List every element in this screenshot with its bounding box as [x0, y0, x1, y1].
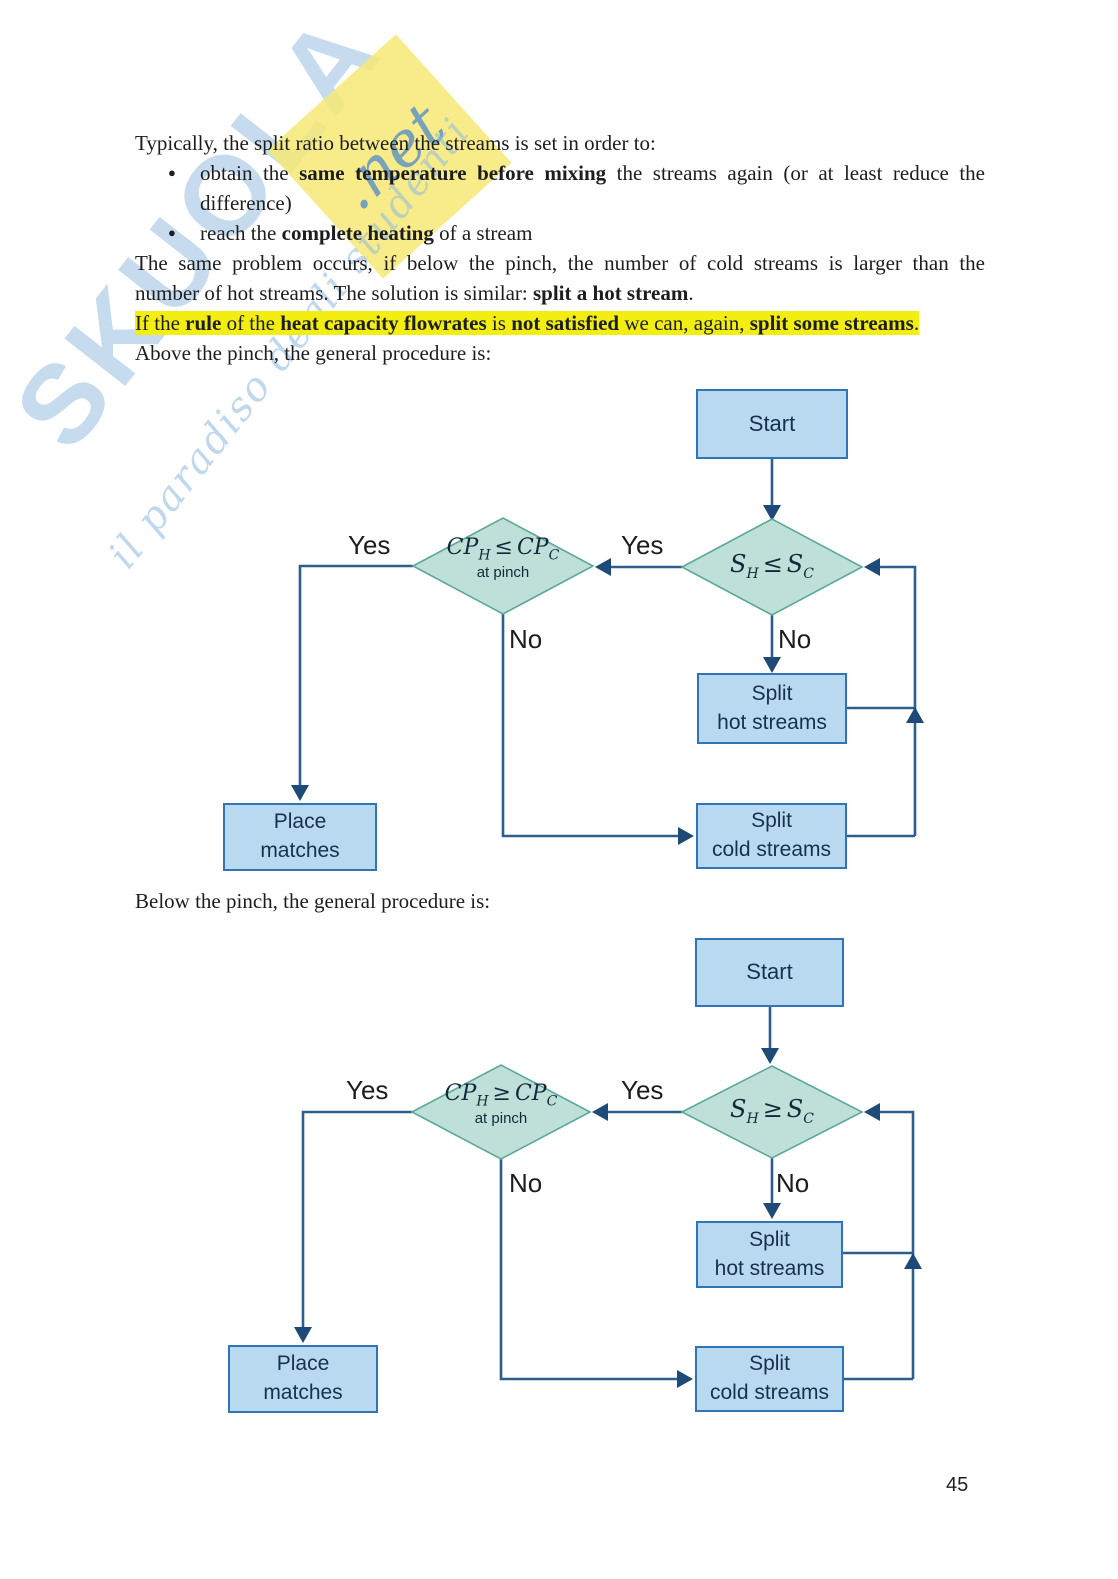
- decision-sh-sc-below: [680, 1065, 864, 1159]
- paragraph-line: Above the pinch, the general procedure i…: [135, 341, 492, 365]
- decision-cph-cpc-above: [411, 517, 595, 615]
- split-hot-label-line1: Split: [749, 1227, 790, 1251]
- yes-label-right-below: Yes: [621, 1075, 664, 1105]
- paragraph-line: Typically, the split ratio between the s…: [135, 131, 656, 155]
- no-label-right-above: No: [778, 624, 812, 654]
- decision-cph-cpc-above-label: CPH≤CPC at pinch: [446, 535, 560, 582]
- no-label-left-above: No: [509, 624, 543, 654]
- decision-sh-sc-above-label: SH≤SC: [730, 550, 814, 582]
- start-node-below: Start: [695, 938, 844, 1007]
- split-cold-label-line1: Split: [751, 809, 792, 833]
- place-matches-label-line1: Place: [273, 810, 327, 834]
- body-text: Typically, the split ratio between the s…: [135, 128, 985, 368]
- split-cold-label-line2: cold streams: [711, 838, 832, 861]
- paragraph-line: difference): [200, 191, 292, 215]
- paragraph-line: number of hot streams. The solution is s…: [135, 281, 694, 305]
- highlighted-line: If the rule of the heat capacity flowrat…: [135, 311, 920, 335]
- bullet-icon: ●: [168, 225, 176, 240]
- below-pinch-caption: Below the pinch, the general procedure i…: [135, 889, 491, 913]
- decision-cph-cpc-below: [410, 1064, 592, 1160]
- split-cold-streams-node-below: Split cold streams: [695, 1346, 844, 1412]
- split-cold-streams-node-above: Split cold streams: [696, 803, 847, 869]
- yes-label-left-below: Yes: [346, 1075, 389, 1105]
- start-node-above: Start: [696, 389, 848, 459]
- no-label-right-below: No: [776, 1168, 810, 1198]
- bullet-text: obtain the same temperature before mixin…: [200, 161, 986, 185]
- place-matches-label-line2: matches: [260, 839, 340, 862]
- place-matches-node-below: Place matches: [228, 1345, 378, 1413]
- bullet-item: ● obtain the same temperature before mixi…: [135, 158, 985, 188]
- start-label: Start: [748, 410, 796, 436]
- decision-cph-cpc-below-label: CPH≥CPC at pinch: [444, 1081, 558, 1128]
- paragraph-line: The same problem occurs, if below the pi…: [135, 251, 985, 275]
- split-hot-label-line2: hot streams: [714, 1256, 825, 1280]
- decision-sh-sc-below-label: SH≥SC: [730, 1095, 814, 1127]
- start-label: Start: [746, 959, 793, 985]
- place-matches-label-line2: matches: [263, 1381, 343, 1404]
- place-matches-label-line1: Place: [276, 1352, 330, 1376]
- split-hot-streams-node-above: Split hot streams: [697, 673, 847, 744]
- bullet-text: reach the complete heating of a stream: [200, 221, 533, 245]
- split-hot-label-line2: hot streams: [717, 710, 827, 734]
- place-matches-node-above: Place matches: [223, 803, 377, 871]
- yes-label-right-above: Yes: [621, 530, 664, 560]
- split-hot-streams-node-below: Split hot streams: [696, 1221, 843, 1288]
- split-cold-label-line2: cold streams: [709, 1381, 830, 1404]
- split-hot-label-line1: Split: [751, 681, 793, 705]
- split-cold-label-line1: Split: [749, 1352, 790, 1376]
- yes-label-left-above: Yes: [348, 530, 391, 560]
- decision-sh-sc-above: [680, 518, 864, 616]
- bullet-icon: ●: [168, 165, 176, 180]
- no-label-left-below: No: [509, 1168, 543, 1198]
- bullet-item: ● reach the complete heating of a stream: [135, 218, 985, 248]
- page-number: 45: [946, 1474, 969, 1496]
